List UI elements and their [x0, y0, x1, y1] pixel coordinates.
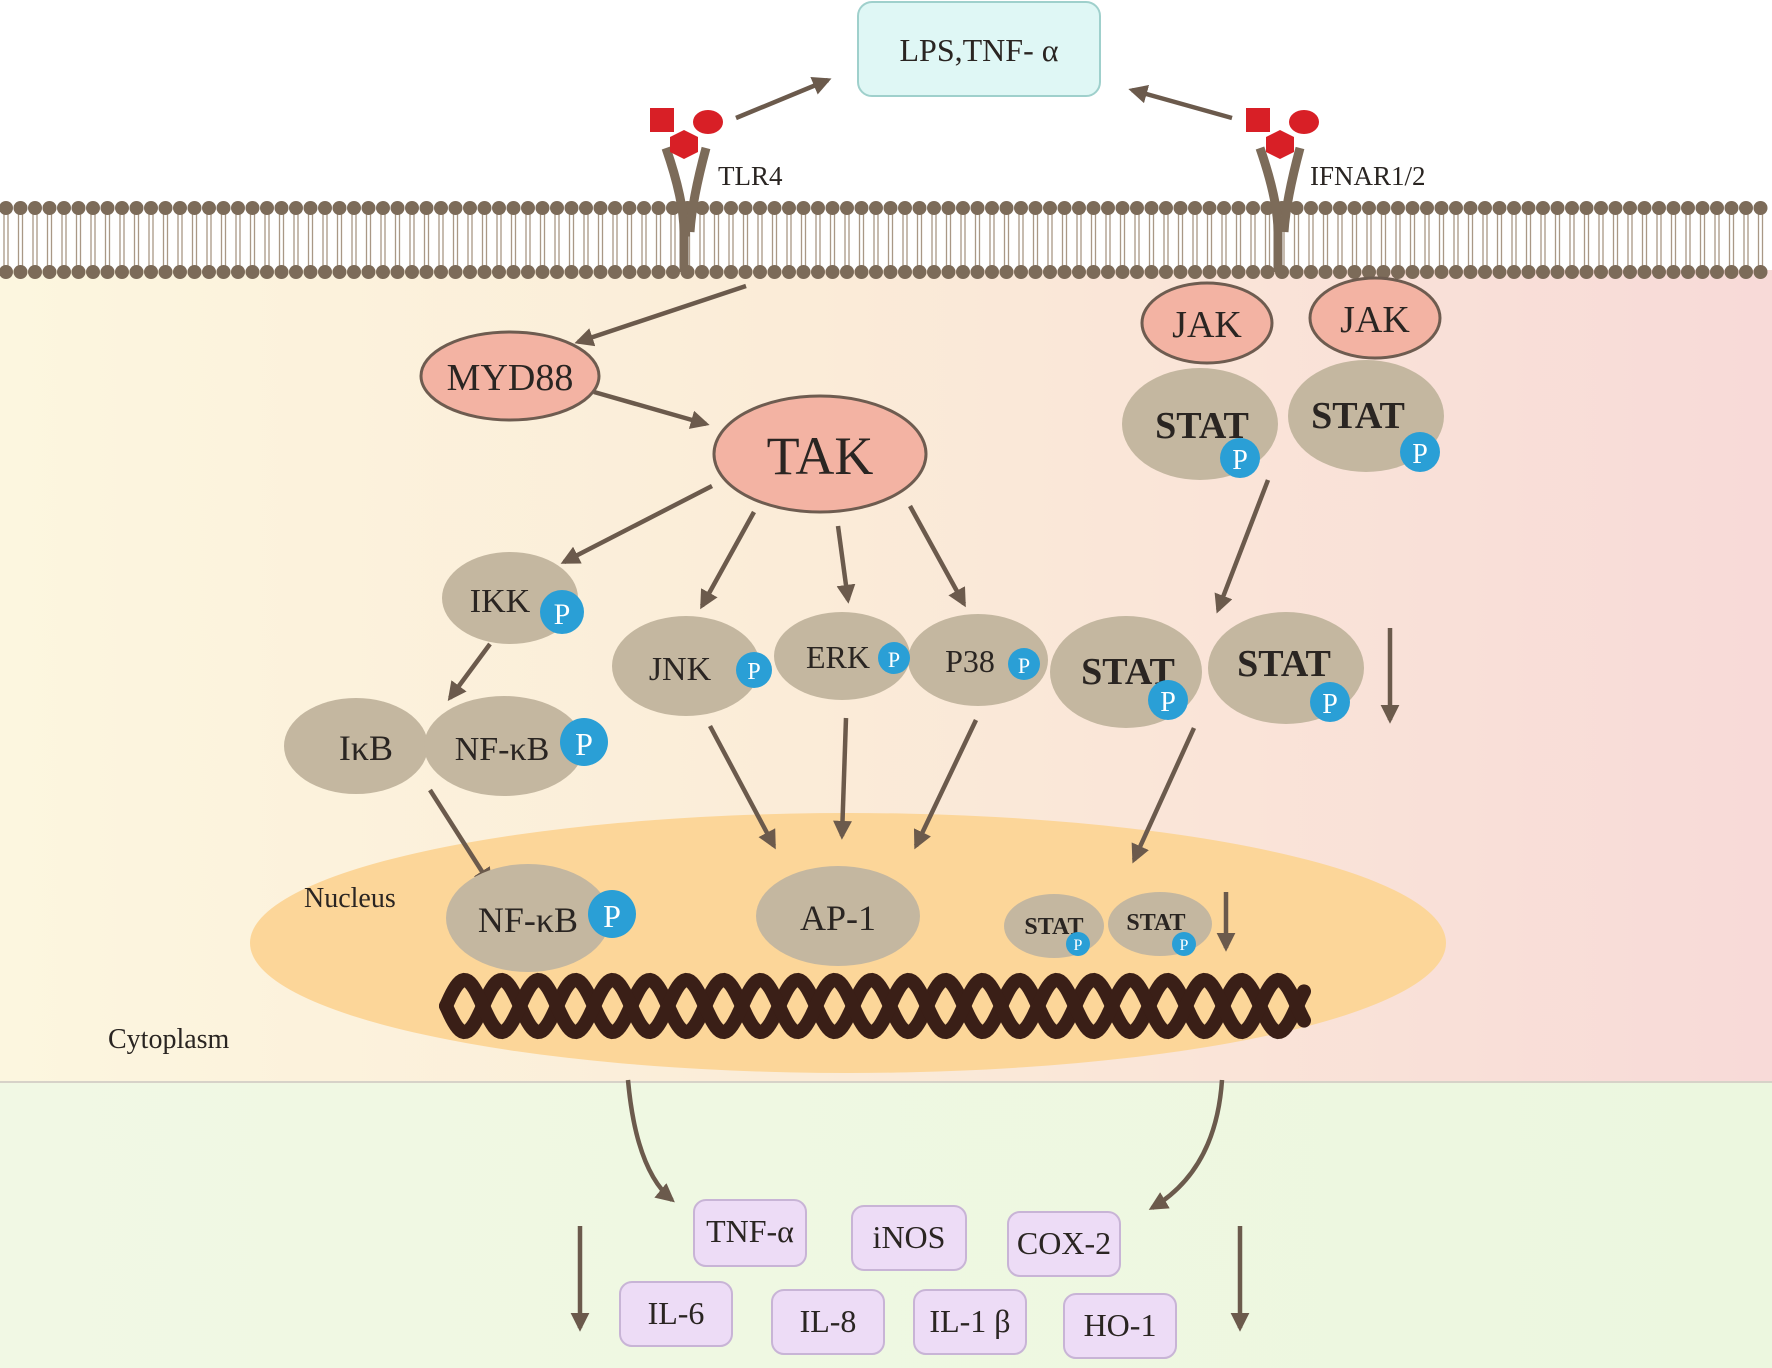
cox2-box: [1007, 1211, 1121, 1277]
myd88-label: MYD88: [447, 357, 574, 399]
phospho-jnk: P: [747, 659, 760, 685]
jak-2-label: JAK: [1340, 299, 1410, 341]
phospho-stat-nuc-1: P: [1074, 937, 1083, 954]
phospho-stat-4: P: [1322, 689, 1338, 720]
cytoplasm-label: Cytoplasm: [108, 1024, 230, 1055]
phospho-stat-1: P: [1232, 445, 1248, 476]
il8-label: IL-8: [800, 1303, 857, 1339]
phospho-p38: P: [1018, 653, 1030, 678]
phospho-stat-3: P: [1160, 687, 1176, 718]
p38-label: P38: [945, 643, 995, 679]
phospho-stat-nuc-2: P: [1180, 937, 1189, 954]
tak-label: TAK: [767, 426, 874, 486]
phospho-nfkb-nuclear: P: [603, 898, 621, 934]
inos-label: iNOS: [873, 1219, 946, 1255]
jnk-node: [612, 616, 760, 716]
il8-box: [771, 1289, 885, 1355]
ligand-box: [857, 1, 1101, 97]
il1b-label: IL-1 β: [929, 1303, 1010, 1339]
stat-4-label: STAT: [1237, 643, 1331, 685]
nucleus-label: Nucleus: [304, 883, 396, 914]
jnk-label: JNK: [649, 651, 712, 688]
erk-node: [774, 612, 910, 700]
cox2-label: COX-2: [1017, 1225, 1111, 1261]
p38-node: [908, 614, 1048, 706]
stat-2-label: STAT: [1311, 395, 1405, 437]
tlr4-label: TLR4: [718, 161, 783, 191]
pathway-arrows: [428, 283, 1400, 1332]
tnf-label: TNF-α: [706, 1213, 794, 1249]
ho1-label: HO-1: [1084, 1307, 1157, 1343]
phospho-markers: P P P P P P P P P P P P: [540, 432, 1440, 956]
nfkb-nuclear-node: [446, 864, 610, 972]
jak-1-label: JAK: [1172, 304, 1242, 346]
ap1-node: [756, 866, 920, 966]
il6-box: [619, 1281, 733, 1347]
nfkb-label: NF-κB: [455, 731, 550, 768]
ifnar-label: IFNAR1/2: [1310, 161, 1426, 191]
phospho-stat-2: P: [1412, 439, 1428, 470]
tak-node: [712, 394, 928, 514]
tnf-box: [693, 1199, 807, 1267]
cytokine-outputs: TNF-α iNOS COX-2 IL-6 IL-8 IL-1 β HO-1: [619, 1199, 1177, 1359]
ap1-label: AP-1: [800, 898, 876, 938]
stat-nuc-2-label: STAT: [1126, 910, 1185, 936]
tlr4-receptor: [650, 108, 723, 272]
erk-label: ERK: [806, 639, 870, 675]
cell-membrane: [0, 201, 1768, 279]
ho1-box: [1063, 1293, 1177, 1359]
il1b-box: [913, 1289, 1027, 1355]
inos-box: [851, 1205, 967, 1271]
ikk-label: IKK: [470, 583, 531, 620]
nfkb-nuclear-label: NF-κB: [478, 900, 578, 940]
myd88-node: [419, 330, 601, 422]
phospho-erk: P: [888, 647, 900, 672]
nfkb-node: [424, 696, 584, 796]
ikb-label: IκB: [339, 728, 393, 768]
ifnar-receptor: [1246, 108, 1319, 272]
il6-label: IL-6: [648, 1295, 705, 1331]
phospho-ikk: P: [554, 598, 571, 631]
dna-helix: [439, 972, 1311, 1040]
jak-1-node: [1140, 281, 1274, 365]
ligand-label: LPS,TNF- α: [899, 32, 1058, 68]
ikb-node: [284, 698, 428, 794]
phospho-nfkb: P: [575, 726, 593, 762]
jak-2-node: [1308, 276, 1442, 360]
